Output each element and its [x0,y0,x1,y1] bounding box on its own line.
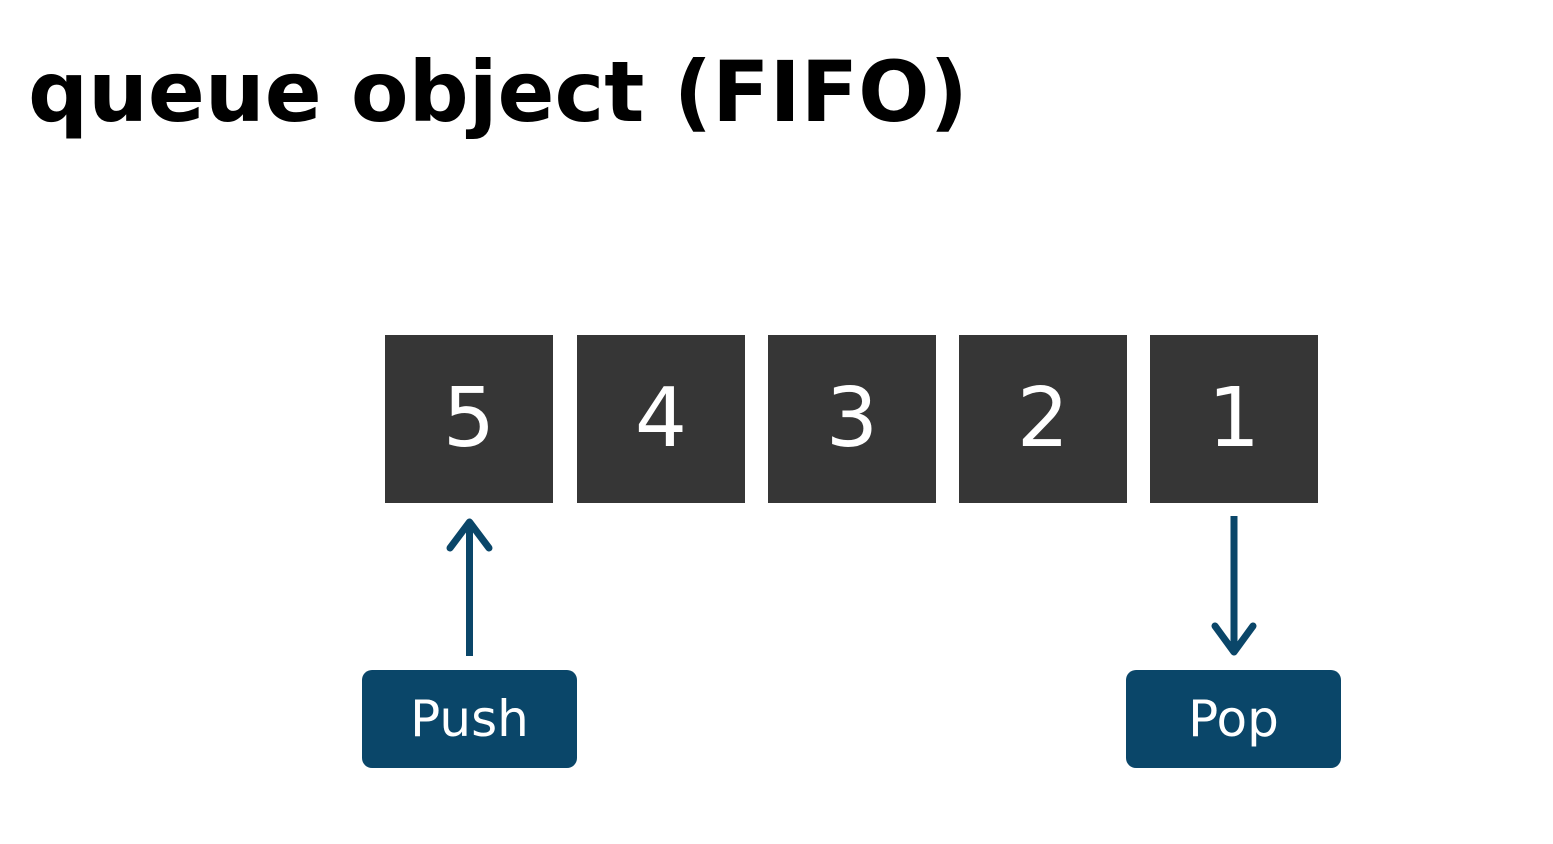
queue-item: 5 [385,335,553,503]
arrow-down-icon [1211,516,1257,656]
page-title: queue object (FIFO) [28,43,968,141]
push-label: Push [362,670,577,768]
queue-item: 2 [959,335,1127,503]
arrow-up-icon [446,518,493,656]
pop-label: Pop [1126,670,1341,768]
queue-item: 1 [1150,335,1318,503]
queue-item: 4 [577,335,745,503]
queue-item: 3 [768,335,936,503]
